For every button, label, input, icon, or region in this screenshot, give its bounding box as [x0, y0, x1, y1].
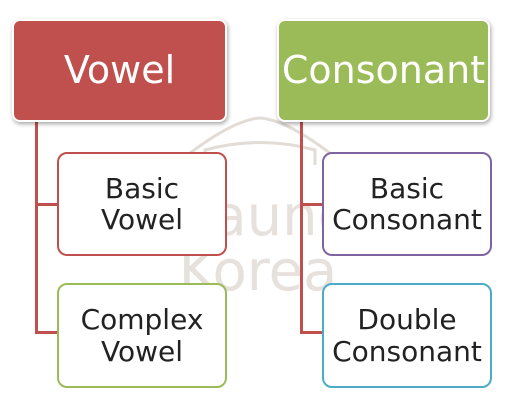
- vowel-connector-branch-2: [35, 331, 57, 334]
- basic-consonant-box: Basic Consonant: [322, 152, 492, 256]
- consonant-connector-branch-2: [300, 331, 322, 334]
- complex-vowel-line1: Complex: [80, 303, 204, 337]
- consonant-connector-vertical: [300, 122, 303, 334]
- consonant-header-label: Consonant: [281, 48, 486, 93]
- double-consonant-box: Double Consonant: [322, 283, 492, 388]
- vowel-header: Vowel: [12, 19, 227, 122]
- consonant-connector-branch-1: [300, 203, 322, 206]
- basic-vowel-box: Basic Vowel: [57, 152, 227, 256]
- basic-vowel-line2: Vowel: [100, 203, 184, 236]
- vowel-connector-vertical: [35, 122, 38, 334]
- complex-vowel-box: Complex Vowel: [57, 283, 227, 388]
- vowel-header-label: Vowel: [63, 48, 176, 93]
- basic-consonant-line1: Basic: [369, 171, 445, 205]
- basic-consonant-line2: Consonant: [332, 203, 482, 236]
- consonant-header: Consonant: [277, 19, 490, 122]
- vowel-connector-branch-1: [35, 203, 57, 206]
- basic-vowel-line1: Basic: [104, 171, 180, 205]
- complex-vowel-line2: Vowel: [100, 334, 183, 368]
- double-consonant-line1: Double: [357, 303, 457, 337]
- double-consonant-line2: Consonant: [332, 334, 482, 368]
